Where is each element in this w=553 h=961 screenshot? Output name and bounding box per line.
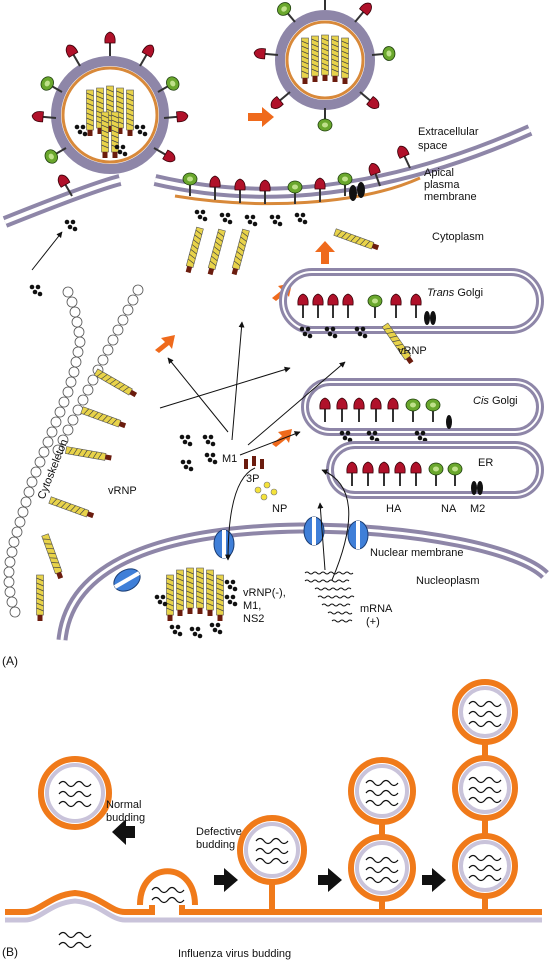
nuclear-membrane-label: Nuclear membrane — [370, 547, 464, 559]
normal-budding-label: Normal budding — [106, 799, 145, 824]
ha-label: HA — [386, 503, 402, 515]
released-virion — [252, 0, 397, 132]
nucleoplasm-label: Nucleoplasm — [416, 575, 480, 587]
vrnp-golgi-label: vRNP — [398, 345, 427, 357]
mrna-label: mRNA (+) — [360, 603, 395, 628]
panel-b-letter: (B) — [2, 945, 18, 959]
budding-inner-membranes — [45, 686, 511, 895]
process-arrows — [112, 819, 446, 892]
vrnp-cytoskeleton-label: vRNP — [108, 485, 137, 497]
budding-particles — [38, 679, 518, 906]
panel-a-letter: (A) — [2, 654, 18, 668]
budding-virion — [30, 31, 190, 174]
m2-label: M2 — [470, 503, 485, 515]
np-label: NP — [272, 503, 287, 515]
m1-label: M1 — [222, 453, 237, 465]
cytoskeleton-label: Cytoskeleton — [36, 438, 71, 501]
mrna-strands — [304, 571, 355, 623]
er-label: ER — [478, 457, 493, 469]
nuclear-pore — [213, 529, 235, 559]
3p-label: 3P — [246, 473, 259, 485]
panel-b: (B) Normal budding Defective budding Inf… — [2, 679, 542, 960]
na-label: NA — [441, 503, 457, 515]
panel-a: (A) Extracellular space Apical plasma me… — [2, 0, 549, 668]
vrnp-complex-label: vRNP(-), M1, NS2 — [243, 587, 289, 625]
apical-membrane-label: Apical plasma membrane — [424, 167, 477, 203]
cytoplasm-label: Cytoplasm — [432, 231, 484, 243]
influenza-budding-caption: Influenza virus budding — [178, 948, 291, 960]
vrnp-cluster — [154, 567, 238, 639]
defective-budding-label: Defective budding — [196, 826, 245, 851]
extracellular-label: Extracellular space — [418, 126, 482, 152]
cis-golgi-label: Cis Golgi — [473, 395, 518, 407]
trans-golgi-label: Trans Golgi — [427, 287, 483, 299]
